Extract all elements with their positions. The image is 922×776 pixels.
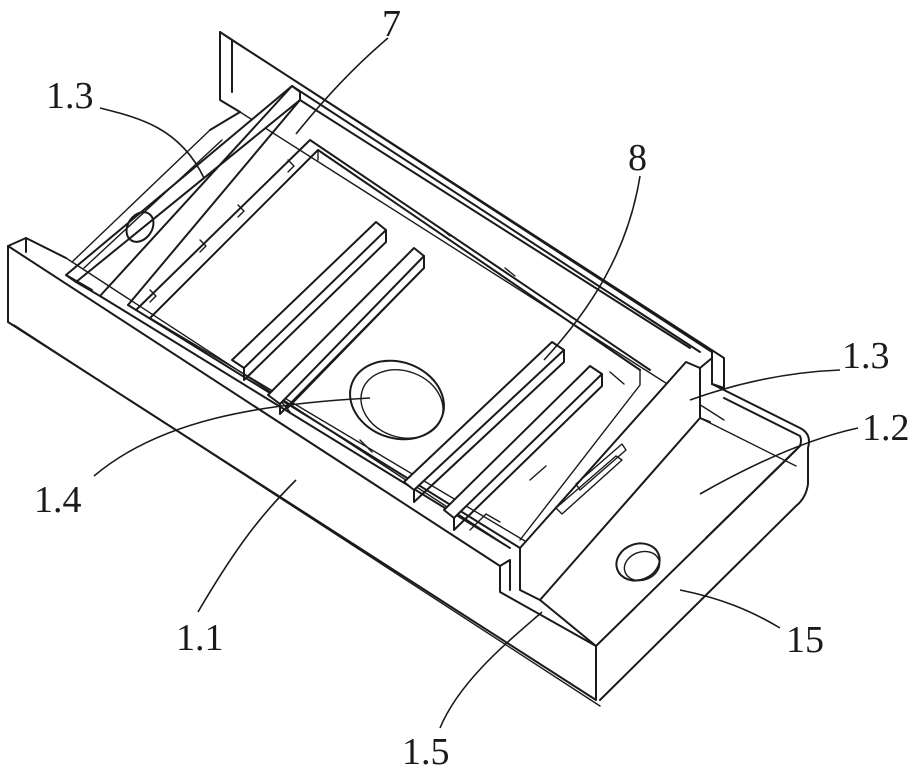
center-frame xyxy=(99,85,701,549)
right-mount-hole xyxy=(615,542,661,582)
leader-1-4 xyxy=(93,397,371,477)
left-ribs xyxy=(231,221,425,415)
callout-1-5: 1.5 xyxy=(402,731,450,773)
slot-lower xyxy=(555,455,623,515)
callout-7: 7 xyxy=(382,3,401,45)
back-wall xyxy=(219,31,725,421)
callout-1-1: 1.1 xyxy=(176,617,224,659)
leader-lines xyxy=(93,37,859,729)
leader-1-3-right xyxy=(689,369,841,401)
leader-1-2 xyxy=(699,427,859,495)
slot-upper xyxy=(575,443,627,491)
left-mount-hole xyxy=(125,211,155,243)
leader-1-1 xyxy=(197,479,297,613)
callout-15: 15 xyxy=(786,619,824,661)
leader-15 xyxy=(679,589,781,629)
callout-1-2: 1.2 xyxy=(862,407,910,449)
callout-1-4: 1.4 xyxy=(34,479,82,521)
leader-7 xyxy=(295,37,389,135)
callout-1-3-right: 1.3 xyxy=(842,335,890,377)
callout-8: 8 xyxy=(628,137,647,179)
center-hole-inner xyxy=(360,369,444,439)
leader-8 xyxy=(543,175,641,361)
callout-1-3-left: 1.3 xyxy=(46,75,94,117)
leader-1-5 xyxy=(439,611,543,729)
right-end-section xyxy=(519,357,810,701)
callout-labels: 1.3 7 8 1.3 1.2 1.4 1.1 15 1.5 xyxy=(34,3,910,773)
right-ribs xyxy=(403,341,603,531)
leader-1-3-left xyxy=(99,107,205,179)
